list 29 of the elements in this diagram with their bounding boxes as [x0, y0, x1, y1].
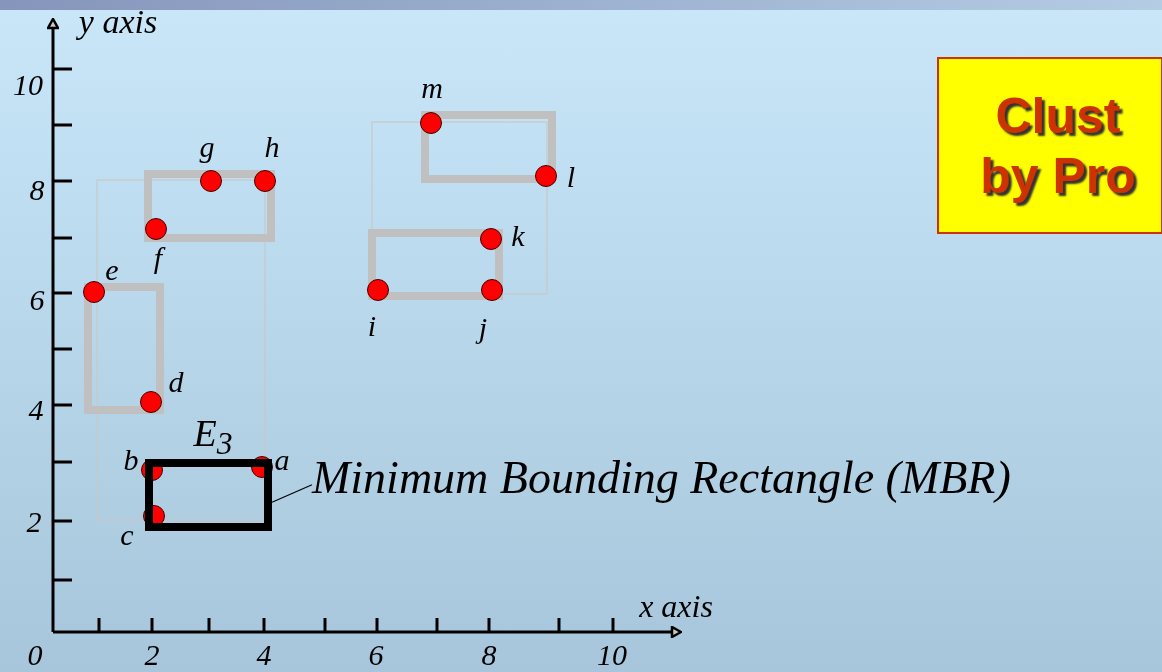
- rectangle-label: E$_{3}$: [193, 413, 233, 461]
- tick-label: 8: [481, 640, 497, 670]
- tick-label: 0: [27, 640, 43, 670]
- point-label: c: [120, 520, 134, 550]
- point-label: e: [105, 255, 119, 285]
- callout-text: Minimum Bounding Rectangle (MBR): [312, 451, 1011, 505]
- point-label: h: [264, 132, 280, 162]
- point-label: l: [566, 162, 576, 192]
- leader-line: [271, 484, 313, 503]
- point-label: m: [421, 73, 443, 103]
- tick-label: 4: [256, 640, 272, 670]
- tick-label: 10: [13, 70, 43, 100]
- axis-label: y axis: [78, 5, 158, 39]
- tick-label: 6: [29, 285, 45, 315]
- tick-label: 8: [29, 175, 45, 205]
- point-label: a: [274, 445, 290, 475]
- tick-label: 4: [28, 395, 44, 425]
- point-label: k: [511, 221, 525, 251]
- axis-label: x axis: [639, 590, 713, 622]
- point-label: b: [123, 445, 139, 475]
- title-text: Clust by Pro: [979, 86, 1137, 206]
- point-label: g: [199, 132, 215, 162]
- tick-label: 10: [597, 640, 627, 670]
- point-label: i: [367, 311, 377, 341]
- tick-label: 6: [368, 640, 384, 670]
- tick-label: 2: [144, 640, 160, 670]
- title-panel: [937, 57, 1162, 234]
- tick-label: 2: [26, 507, 42, 537]
- point-label: d: [168, 367, 184, 397]
